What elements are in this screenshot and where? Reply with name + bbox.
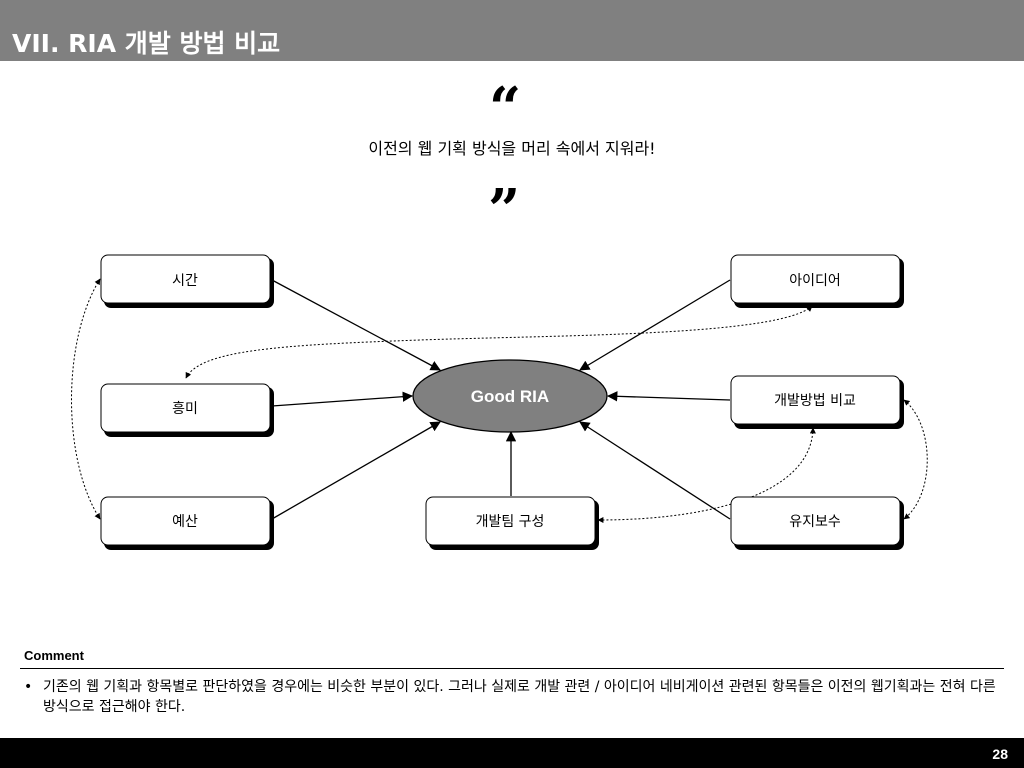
arrow-budget-to-center <box>271 421 441 520</box>
page-title: VII. RIA 개발 방법 비교 <box>12 29 281 58</box>
dotted-link-idea-interest <box>185 305 813 379</box>
arrow-time-to-center <box>271 279 441 371</box>
comment-bullet: • <box>24 679 33 695</box>
arrow-maintenance-to-center <box>579 421 731 520</box>
open-quote-mark: “ <box>489 75 522 141</box>
node-interest-label: 흥미 <box>172 401 198 417</box>
center-node-label: Good RIA <box>471 387 549 406</box>
center-node: Good RIA <box>412 359 608 433</box>
comment-divider <box>20 668 1004 669</box>
node-method: 개발방법 비교 <box>730 375 904 429</box>
arrow-idea-to-center <box>579 279 731 371</box>
page-number: 28 <box>992 746 1008 762</box>
node-budget-label: 예산 <box>172 514 198 530</box>
node-budget: 예산 <box>100 496 274 550</box>
node-team-label: 개발팀 구성 <box>476 514 545 530</box>
node-maintenance-label: 유지보수 <box>789 514 841 530</box>
node-time-label: 시간 <box>172 273 198 289</box>
node-interest: 흥미 <box>100 383 274 437</box>
dotted-link-time-budget <box>71 278 101 520</box>
comment-text: 기존의 웹 기획과 항목별로 판단하였을 경우에는 비슷한 부분이 있다. 그러… <box>43 679 996 715</box>
node-method-label: 개발방법 비교 <box>774 393 856 409</box>
close-quote-mark: ” <box>488 177 521 243</box>
quote-text: 이전의 웹 기획 방식을 머리 속에서 지워라! <box>368 139 656 158</box>
diagram: 시간 흥미 예산 아이디어 개발방법 비교 개발팀 구성 유지보수 Good R… <box>71 254 928 550</box>
dotted-link-method-maintenance <box>903 399 928 520</box>
node-time: 시간 <box>100 254 274 308</box>
arrow-method-to-center <box>606 391 731 402</box>
footer-bar <box>0 738 1024 768</box>
header-bar <box>0 0 1024 61</box>
node-idea-label: 아이디어 <box>789 273 841 289</box>
comment-title: Comment <box>24 648 84 663</box>
dotted-link-method-team <box>597 427 816 523</box>
node-idea: 아이디어 <box>730 254 904 308</box>
arrow-interest-to-center <box>271 391 414 407</box>
node-team: 개발팀 구성 <box>425 496 599 550</box>
node-maintenance: 유지보수 <box>730 496 904 550</box>
